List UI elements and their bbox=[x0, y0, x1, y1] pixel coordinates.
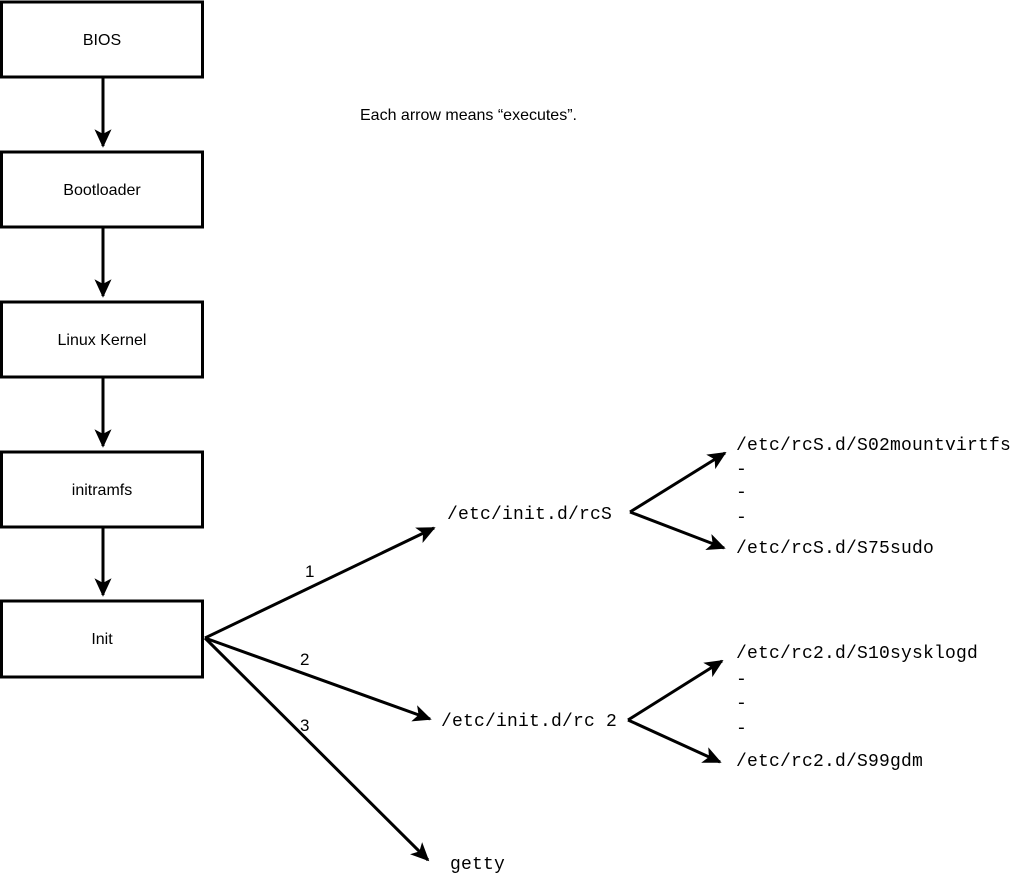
branch-number-3: 3 bbox=[300, 716, 309, 735]
bootloader-box bbox=[0, 150, 204, 229]
edge-init-to-rcs bbox=[204, 526, 436, 640]
edge-rcs-to-first-script bbox=[629, 451, 727, 514]
rcs-ellipsis-dash-1: - bbox=[736, 460, 747, 480]
edge-rc2-to-last-script bbox=[627, 718, 722, 764]
label-rc2-first-script: /etc/rc2.d/S10sysklogd bbox=[736, 644, 978, 664]
bios-label: BIOS bbox=[83, 32, 121, 49]
node-bootloader: Bootloader bbox=[0, 150, 204, 229]
node-bios: BIOS bbox=[0, 0, 204, 79]
label-rcs-first-script: /etc/rcS.d/S02mountvirtfs bbox=[736, 436, 1011, 456]
branch-number-2: 2 bbox=[300, 650, 309, 669]
bootloader-label: Bootloader bbox=[63, 182, 141, 199]
rcs-ellipsis-dash-3: - bbox=[736, 508, 747, 528]
edge-init-to-getty bbox=[203, 636, 430, 862]
init-label: Init bbox=[91, 631, 113, 648]
initramfs-box bbox=[0, 450, 204, 529]
node-init: Init bbox=[0, 599, 204, 679]
label-rcs-last-script: /etc/rcS.d/S75sudo bbox=[736, 539, 934, 559]
initramfs-label: initramfs bbox=[72, 482, 132, 499]
label-init-d-rcs: /etc/init.d/rcS bbox=[447, 505, 612, 525]
label-rc2-last-script: /etc/rc2.d/S99gdm bbox=[736, 752, 923, 772]
label-init-d-rc2: /etc/init.d/rc 2 bbox=[441, 712, 617, 732]
rc2-ellipsis-dash-3: - bbox=[736, 719, 747, 739]
rc2-ellipsis-dash-1: - bbox=[736, 670, 747, 690]
label-getty: getty bbox=[450, 855, 505, 875]
bios-box bbox=[0, 0, 204, 79]
node-initramfs: initramfs bbox=[0, 450, 204, 529]
rcs-ellipsis-dash-2: - bbox=[736, 483, 747, 503]
edge-rc2-to-first-script bbox=[627, 659, 724, 722]
arrow-legend-note: Each arrow means “executes”. bbox=[360, 107, 577, 124]
edge-init-to-rc2 bbox=[204, 636, 432, 722]
branch-number-1: 1 bbox=[305, 562, 314, 581]
rc2-ellipsis-dash-2: - bbox=[736, 694, 747, 714]
linux-kernel-label: Linux Kernel bbox=[58, 332, 147, 349]
node-linux-kernel: Linux Kernel bbox=[0, 300, 204, 379]
edge-rcs-to-last-script bbox=[629, 510, 726, 550]
init-box bbox=[0, 599, 204, 679]
